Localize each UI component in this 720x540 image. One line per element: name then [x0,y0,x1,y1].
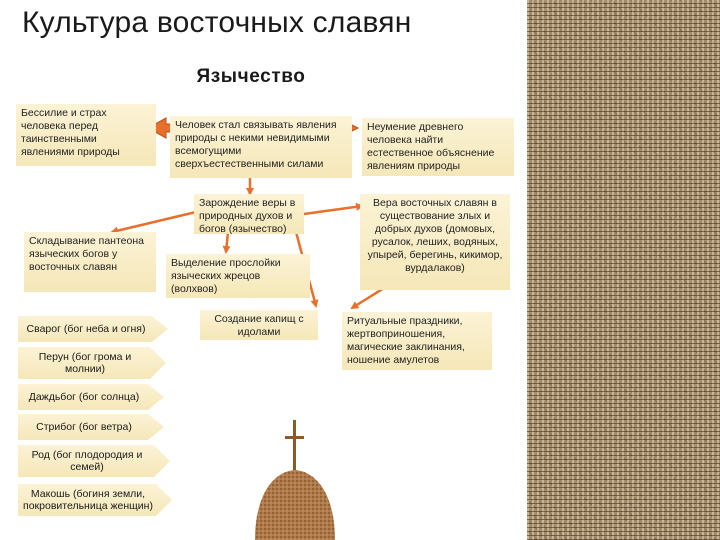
arrow-to-rituals [350,286,385,310]
deity-rod: Род (бог плодородия и семей) [18,445,170,477]
page-title: Культура восточных славян [22,6,412,39]
box-temples: Создание капищ с идолами [200,310,318,340]
box-origin: Зарождение веры в природных духов и бого… [194,194,304,235]
arrow-to-pantheon [110,210,197,235]
deity-makosh: Макошь (богиня земли, покровительница же… [18,484,172,516]
box-belief: Вера восточных славян в существование зл… [360,194,510,290]
idol-cross-icon [255,420,335,540]
box-inability: Неумение древнего человека найти естеств… [362,118,514,176]
arrow-to-belief [303,202,364,216]
box-rituals: Ритуальные праздники, жертвоприношения, … [342,312,492,370]
box-priests: Выделение прослойки языческих жрецов (во… [166,254,310,298]
deity-svarog: Сварог (бог неба и огня) [18,316,168,342]
section-subtitle: Язычество [0,66,500,88]
subtitle-text: Язычество [196,66,306,87]
arrow-to-priests [222,231,231,254]
deity-dazhdbog: Даждьбог (бог солнца) [18,384,164,410]
box-powerlessness: Бессилие и страх человека перед таинстве… [16,104,156,166]
box-connect: Человек стал связывать явления природы с… [170,116,352,178]
deity-stribog: Стрибог (бог ветра) [18,414,164,440]
woven-texture-panel [527,0,720,540]
deity-perun: Перун (бог грома и молнии) [18,347,166,379]
box-pantheon: Складывание пантеона языческих богов у в… [24,232,156,292]
